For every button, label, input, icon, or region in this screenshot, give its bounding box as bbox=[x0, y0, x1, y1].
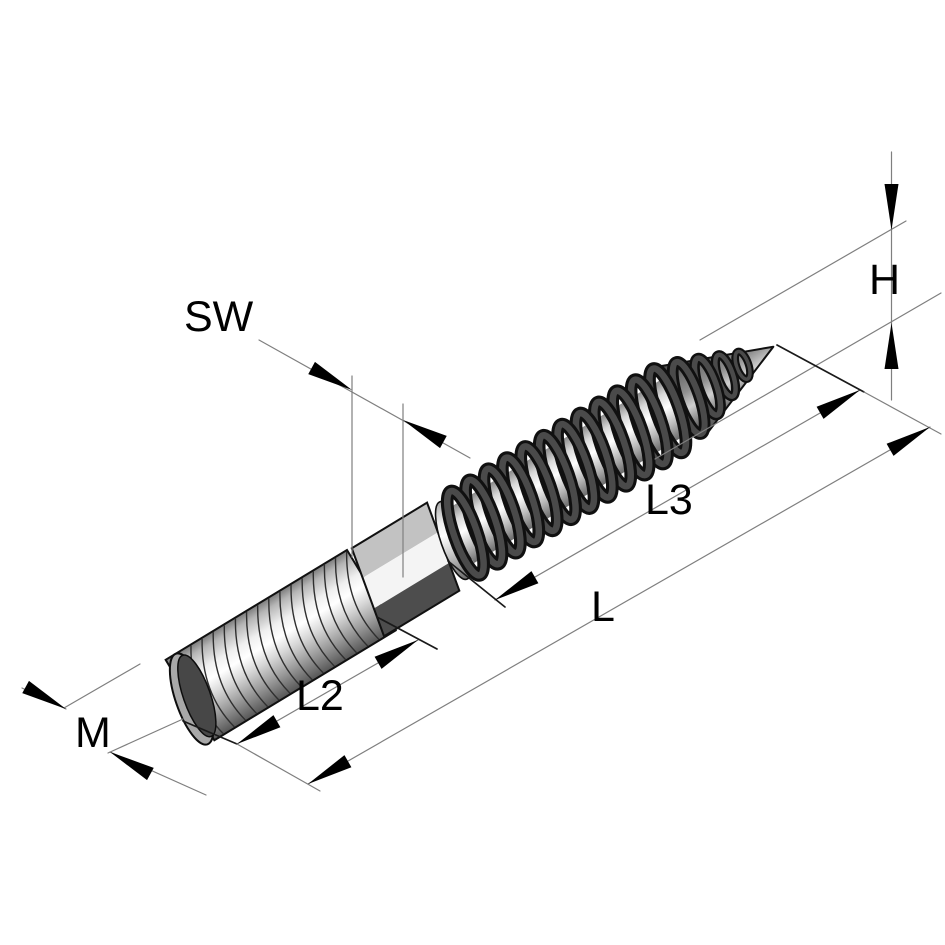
dim-label-l2: L2 bbox=[296, 672, 344, 720]
end-face bbox=[177, 654, 217, 738]
dimension-l bbox=[307, 426, 931, 785]
m-extension-top bbox=[63, 663, 141, 709]
hex-outline bbox=[350, 501, 461, 638]
dimension-l3 bbox=[447, 344, 942, 608]
hex-section bbox=[350, 501, 461, 638]
dim-label-l: L bbox=[591, 583, 615, 631]
l3-leader-left bbox=[447, 560, 506, 608]
hex-front-facet bbox=[362, 532, 450, 609]
h-extension-bottom bbox=[654, 292, 942, 460]
l2-l-shared-extension bbox=[236, 743, 321, 792]
m-extension-bottom bbox=[107, 718, 184, 754]
l3-dimension-line bbox=[494, 389, 861, 601]
l2-leader-right bbox=[376, 616, 438, 650]
machine-thread-rings bbox=[190, 551, 380, 735]
bolt bbox=[164, 345, 775, 746]
dim-label-m: M bbox=[75, 709, 111, 757]
tip-leader bbox=[776, 344, 865, 393]
dimension-arrowheads bbox=[22, 184, 930, 784]
l2-leader-left bbox=[182, 720, 238, 745]
dim-label-h: H bbox=[869, 256, 900, 304]
dimensions: SW H L3 L L2 M bbox=[21, 151, 942, 796]
dim-label-l3: L3 bbox=[645, 476, 693, 524]
hex-top-facet bbox=[351, 502, 438, 578]
l-dimension-line bbox=[307, 426, 931, 785]
hex-bottom-facet bbox=[373, 562, 460, 637]
dim-label-sw: SW bbox=[184, 293, 254, 341]
h-extension-top bbox=[699, 220, 907, 341]
tip-leader-extension bbox=[863, 391, 942, 435]
wood-thread-turns bbox=[440, 347, 754, 582]
